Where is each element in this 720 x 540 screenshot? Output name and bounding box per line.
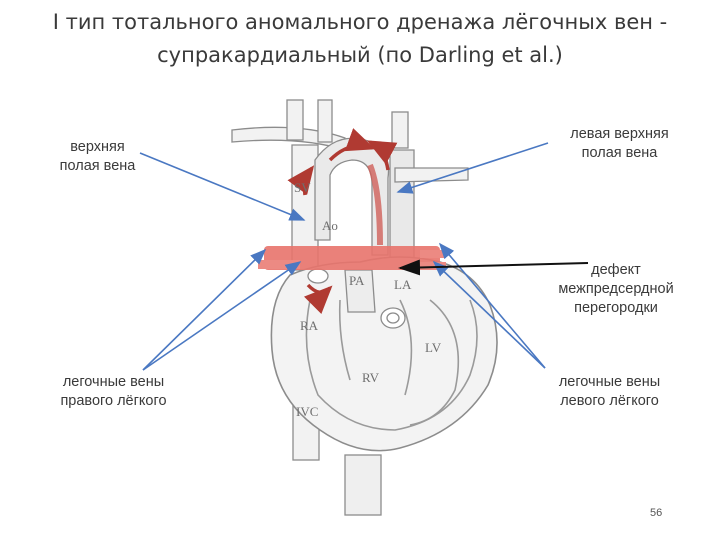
anatomy-labels: SV Ao PA LA RA LV RV IVC (294, 180, 442, 419)
anat-sv: SV (294, 180, 311, 195)
arrow-left-pv-1 (438, 242, 546, 369)
label-svc: верхняя полая вена (59, 139, 136, 174)
anat-ra: RA (300, 318, 319, 333)
arrow-right-pv-1 (142, 261, 302, 371)
pointer-arrows (139, 142, 549, 371)
title-line-1: I тип тотального аномального дренажа лёг… (52, 10, 668, 34)
arrow-left-pv-2 (432, 260, 546, 369)
anat-rv: RV (362, 370, 380, 385)
pulmonary-vein-confluence (258, 246, 446, 270)
label-left-pv: легочные вены левого лёгкого (558, 374, 661, 409)
slide-title: I тип тотального аномального дренажа лёг… (0, 6, 720, 72)
label-lsvc: левая верхняя полая вена (570, 126, 669, 161)
anat-ivc: IVC (296, 404, 318, 419)
anat-lv: LV (425, 340, 442, 355)
arrow-lsvc (396, 142, 549, 194)
anat-la: LA (394, 277, 412, 292)
title-line-2: супракардиальный (по Darling et al.) (157, 43, 563, 67)
label-right-pv: легочные вены правого лёгкого (60, 374, 167, 409)
flow-arrows (287, 128, 398, 314)
arrow-right-pv-2 (142, 248, 267, 371)
anat-ao: Ao (322, 218, 338, 233)
left-vertical-vein (367, 163, 383, 246)
page-number: 56 (650, 507, 663, 519)
anat-pa: PA (349, 273, 365, 288)
pulmonary-artery (307, 268, 406, 329)
arrow-svc (139, 152, 306, 221)
arrow-asd (398, 259, 589, 276)
label-asd: дефект межпредсердной перегородки (558, 262, 674, 316)
